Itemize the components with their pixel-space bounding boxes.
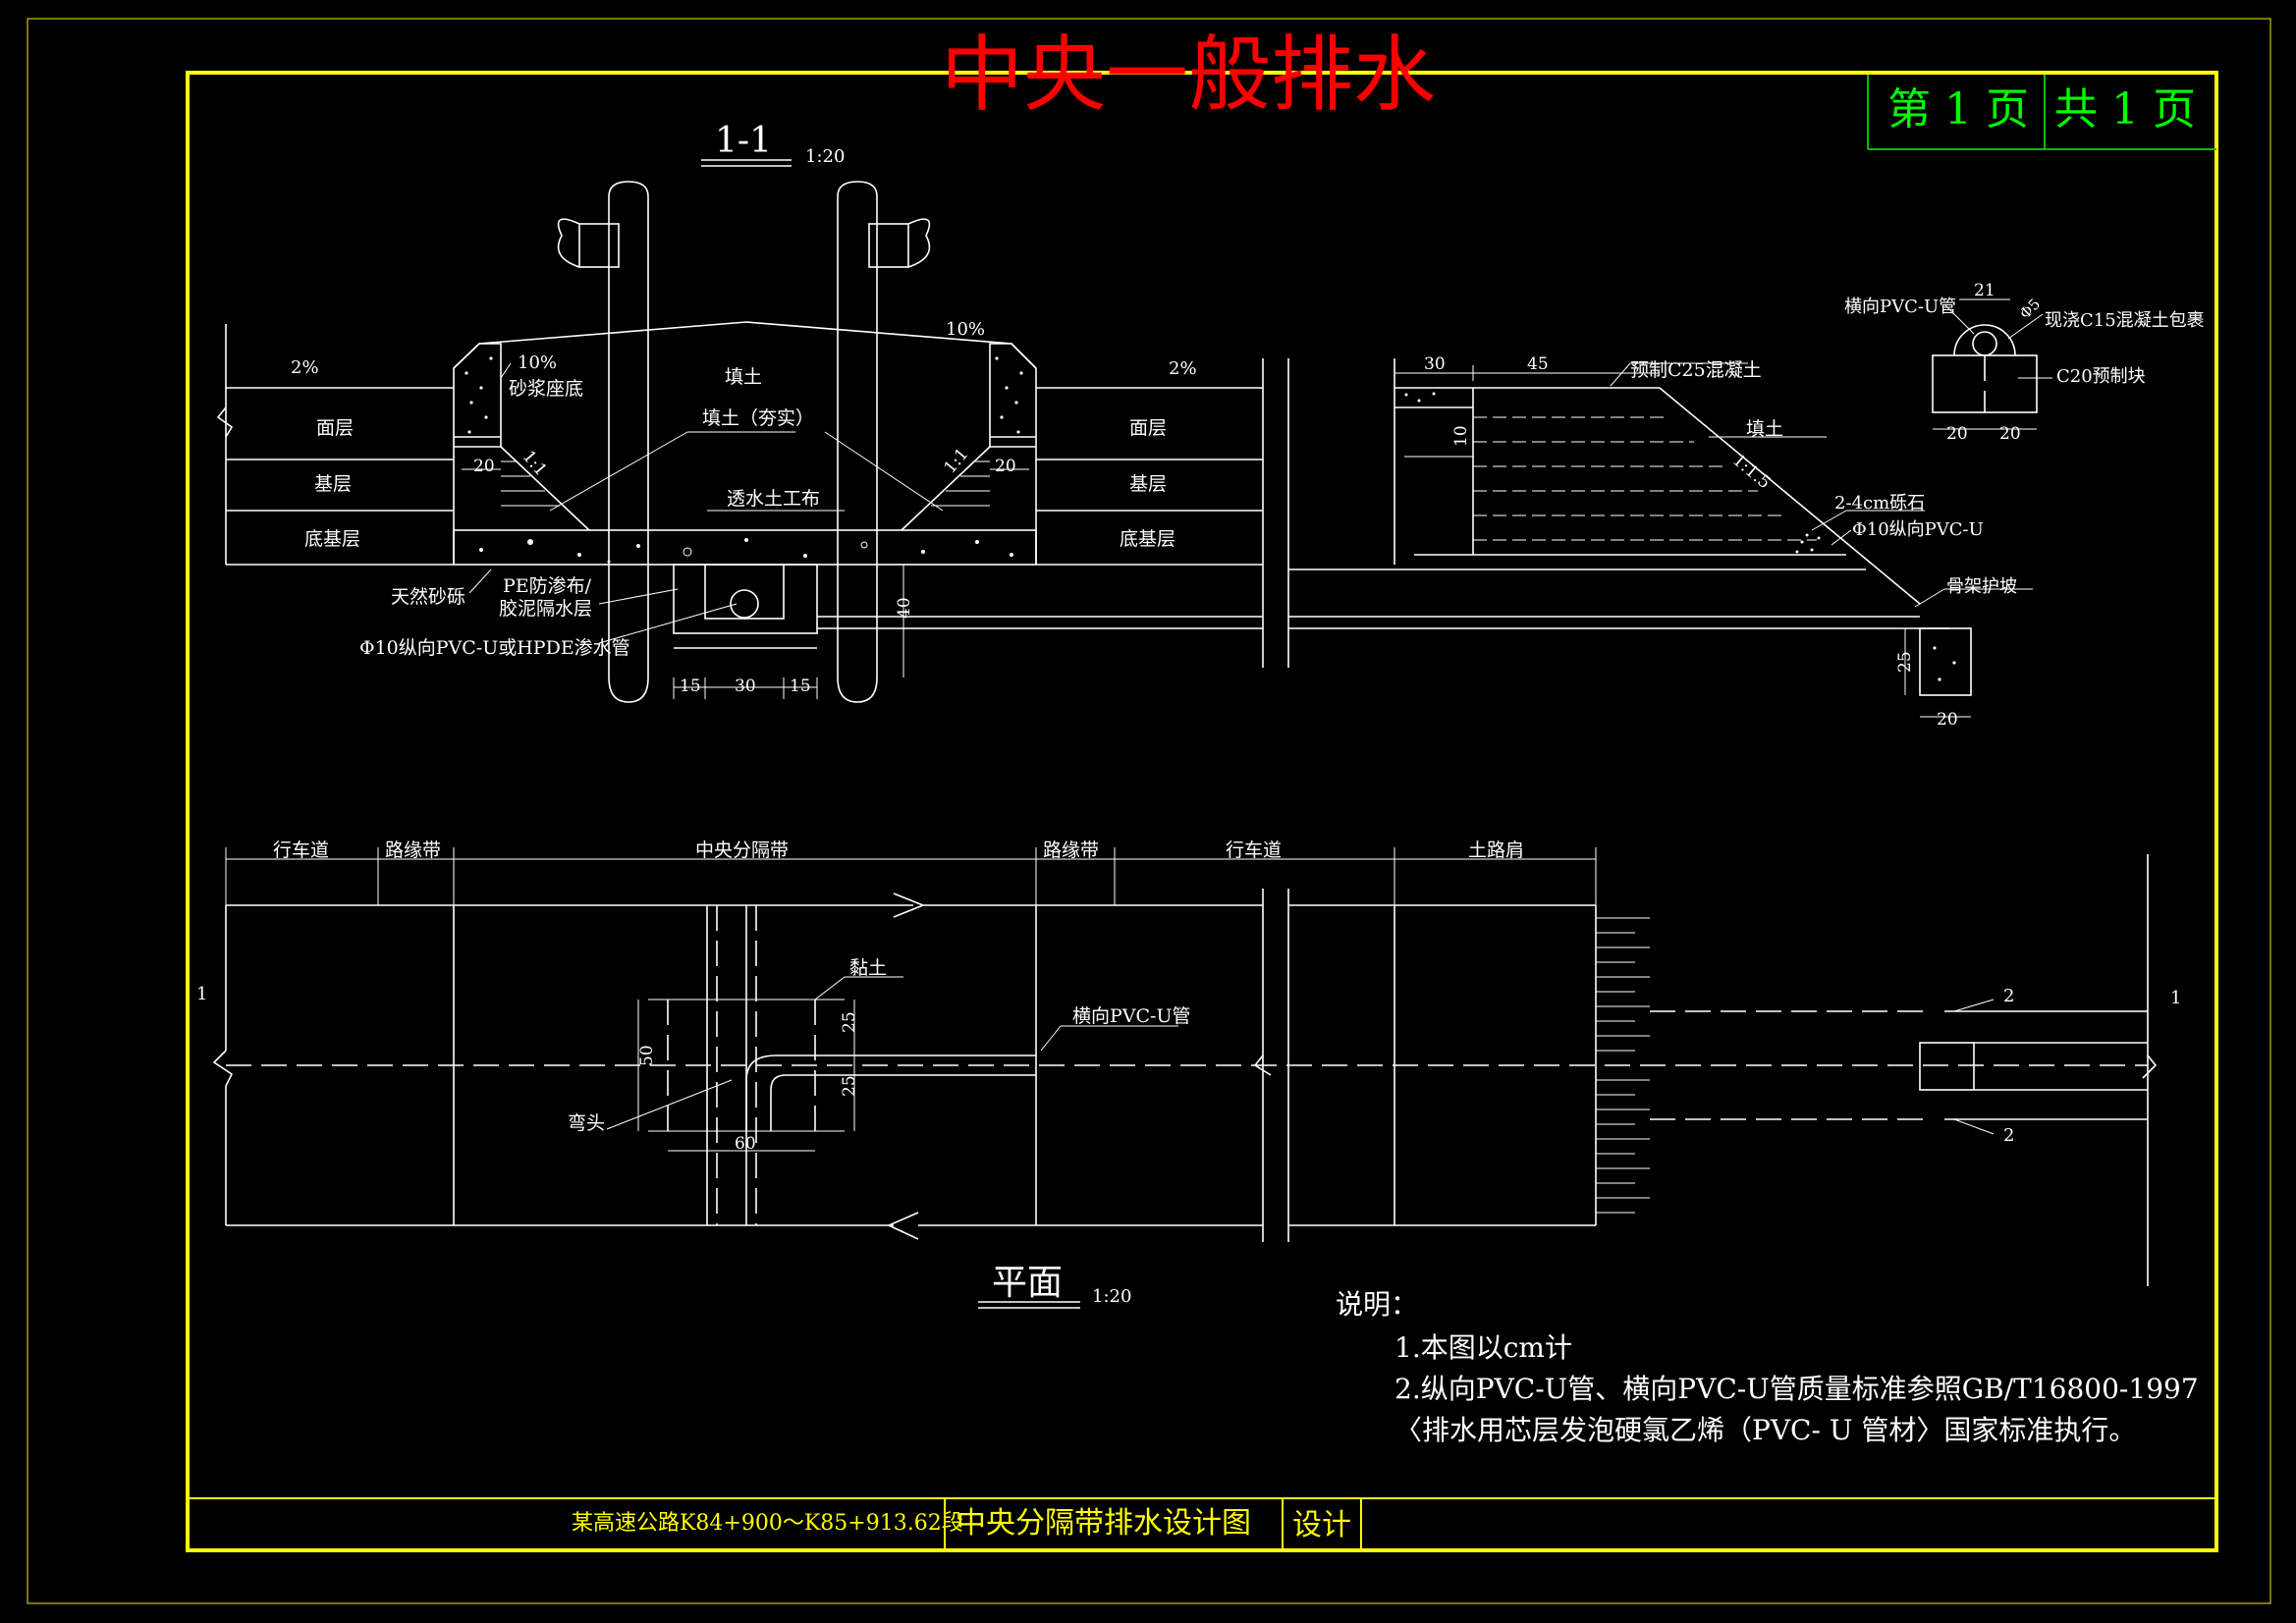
shoulder-dim-10: 10 [1451, 425, 1471, 447]
fill-label: 填土 [725, 366, 762, 388]
plan-label: 平面 [992, 1263, 1063, 1303]
shoulder-slope: 1:1.5 [1728, 451, 1774, 493]
detail-dim-d5: Φ5 [2016, 295, 2044, 322]
subbase-right: 底基层 [1120, 528, 1175, 550]
surface-left: 面层 [316, 417, 354, 439]
notes-line3: 〈排水用芯层发泡硬氯乙烯（PVC- U 管材〉国家标准执行。 [1394, 1414, 2136, 1446]
shoulder-dim-25: 25 [1895, 651, 1915, 673]
slope-right-2: 2% [1169, 358, 1197, 379]
slope-left-2: 2% [291, 357, 319, 378]
detail-dim-20-b: 20 [1999, 424, 2021, 444]
title-block: 某高速公路K84+900～K85+913.62段 中央分隔带排水设计图 设计 [190, 1497, 2214, 1548]
surface-right: 面层 [1129, 417, 1167, 439]
shoulder-fill-label: 填土 [1746, 418, 1783, 440]
plan-mark-2-bottom: 2 [2003, 1125, 2014, 1146]
plan-curb-left: 路缘带 [385, 839, 441, 861]
detail-concrete-label: 现浇C15混凝土包裹 [2045, 310, 2205, 331]
notes-line2: 2.纵向PVC-U管、横向PVC-U管质量标准参照GB/T16800-1997 [1394, 1373, 2199, 1405]
inner-frame [186, 71, 2218, 1552]
plan-section-mark-left: 1 [196, 984, 207, 1004]
detail-dim-20-a: 20 [1946, 424, 1968, 444]
plan-scale: 1:20 [1092, 1286, 1131, 1307]
detail-pipe-label: 横向PVC-U管 [1844, 297, 1956, 317]
plan-shoulder: 土路肩 [1468, 839, 1524, 861]
mortar-bed-label: 砂浆座底 [509, 378, 583, 400]
plan-elbow-label: 弯头 [568, 1112, 605, 1134]
pipe-detail: 横向PVC-U管 21 Φ5 现浇C15混凝土包裹 C20预制块 20 20 [1844, 281, 2205, 444]
plan-lane-left: 行车道 [273, 839, 329, 861]
section-scale: 1:20 [805, 146, 845, 167]
detail-dim-21: 21 [1974, 281, 1995, 300]
plan-dim-60: 60 [735, 1134, 756, 1154]
dim-20-right: 20 [995, 457, 1016, 476]
page-box: 第 1 页 共 1 页 [1867, 75, 2216, 150]
dim-30: 30 [735, 676, 756, 696]
dim-15-a: 15 [680, 676, 701, 696]
outer-frame [27, 18, 2271, 1604]
designer-label: 设计 [1292, 1508, 1351, 1542]
notes: 说明： 1.本图以cm计 2.纵向PVC-U管、横向PVC-U管质量标准参照GB… [1336, 1288, 2199, 1446]
slope-right-10: 10% [946, 319, 985, 340]
plan-dim-50: 50 [637, 1045, 657, 1066]
clay-layer-label: 胶泥隔水层 [499, 598, 592, 620]
page-number: 第 1 页 [1887, 84, 2029, 135]
detail-precast-label: C20预制块 [2056, 366, 2146, 387]
frame-label: 骨架护坡 [1946, 576, 2017, 597]
slope-right-1-1: 1:1 [940, 445, 972, 478]
plan-dim-25-b: 25 [840, 1075, 859, 1097]
slope-left-1-1: 1:1 [519, 447, 551, 480]
gravel-label: 2-4cm砾石 [1834, 493, 1925, 514]
plan-lane-right: 行车道 [1226, 839, 1282, 861]
shoulder-dim-45: 45 [1527, 354, 1549, 374]
project-name: 某高速公路K84+900～K85+913.62段 [572, 1511, 963, 1536]
drawing-name: 中央分隔带排水设计图 [957, 1506, 1251, 1541]
geotextile-label: 透水土工布 [727, 488, 820, 510]
plan-view: 行车道 路缘带 中央分隔带 路缘带 行车道 土路肩 [196, 839, 2181, 1309]
dim-40: 40 [895, 597, 914, 619]
shoulder-dim-20: 20 [1937, 710, 1958, 730]
plan-curb-right: 路缘带 [1043, 839, 1099, 861]
precast-label: 预制C25混凝土 [1630, 359, 1762, 381]
page-total: 共 1 页 [2054, 84, 2196, 135]
natural-gravel-label: 天然砂砾 [391, 586, 465, 608]
base-right: 基层 [1129, 473, 1167, 495]
plan-mark-2-top: 2 [2003, 986, 2014, 1006]
slope-left-10: 10% [518, 352, 557, 373]
fill-compacted-label: 填土（夯实） [702, 407, 814, 429]
shoulder-dim-30: 30 [1424, 354, 1446, 374]
shoulder-section: 30 45 10 预制C25混凝土 填土 1:1.5 2-4cm砾石 Φ10纵向… [817, 354, 2033, 730]
notes-line1: 1.本图以cm计 [1394, 1331, 1572, 1364]
plan-pipe-label: 横向PVC-U管 [1072, 1005, 1190, 1027]
plan-section-mark-right: 1 [2170, 988, 2181, 1008]
plan-median: 中央分隔带 [695, 839, 789, 861]
dim-20-left: 20 [473, 457, 495, 476]
plan-clay-label: 黏土 [849, 957, 887, 979]
plan-dim-25-a: 25 [840, 1011, 859, 1033]
dim-15-b: 15 [790, 676, 811, 696]
main-title: 中央一般排水 [941, 27, 1436, 123]
section-label: 1-1 [715, 121, 772, 161]
pe-membrane-label: PE防渗布/ [503, 575, 592, 597]
subbase-left: 底基层 [304, 528, 360, 550]
section-1-1: 1-1 1:20 [216, 121, 1289, 703]
shoulder-pipe-label: Φ10纵向PVC-U [1852, 519, 1984, 540]
notes-heading: 说明： [1336, 1288, 1418, 1321]
base-left: 基层 [314, 473, 352, 495]
drain-pipe-label: Φ10纵向PVC-U或HPDE渗水管 [359, 637, 630, 659]
